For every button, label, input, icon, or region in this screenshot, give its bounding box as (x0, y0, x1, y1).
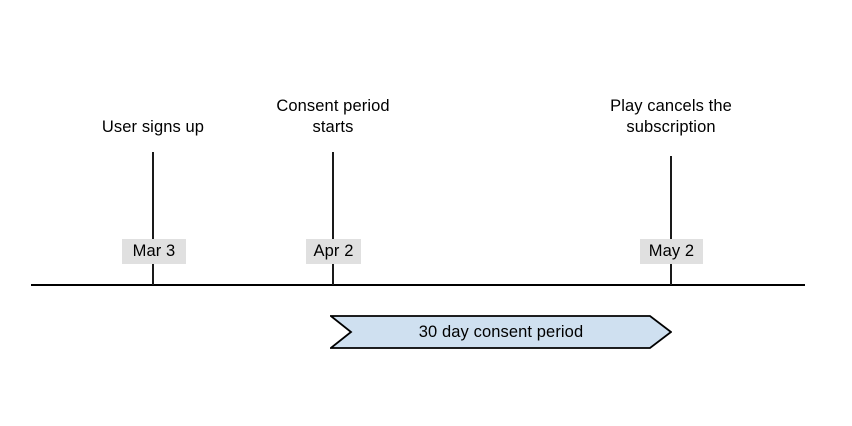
consent-period-banner: 30 day consent period (330, 315, 672, 349)
consent-period-banner-label: 30 day consent period (418, 322, 584, 341)
timeline-axis (31, 284, 805, 286)
event-date-chip-may-2: May 2 (640, 239, 703, 264)
consent-period-banner-shape (330, 315, 672, 349)
event-date-chip-mar-3: Mar 3 (122, 239, 186, 264)
event-caption-user-signs-up: User signs up (101, 118, 205, 136)
event-tick-consent-period-starts (332, 152, 334, 285)
event-caption-consent-period-starts: Consent period starts (276, 97, 390, 136)
event-tick-user-signs-up (152, 152, 154, 285)
event-date-chip-apr-2: Apr 2 (306, 239, 361, 264)
event-caption-play-cancels-subscription: Play cancels the subscription (610, 97, 732, 136)
event-tick-play-cancels-subscription (670, 156, 672, 285)
